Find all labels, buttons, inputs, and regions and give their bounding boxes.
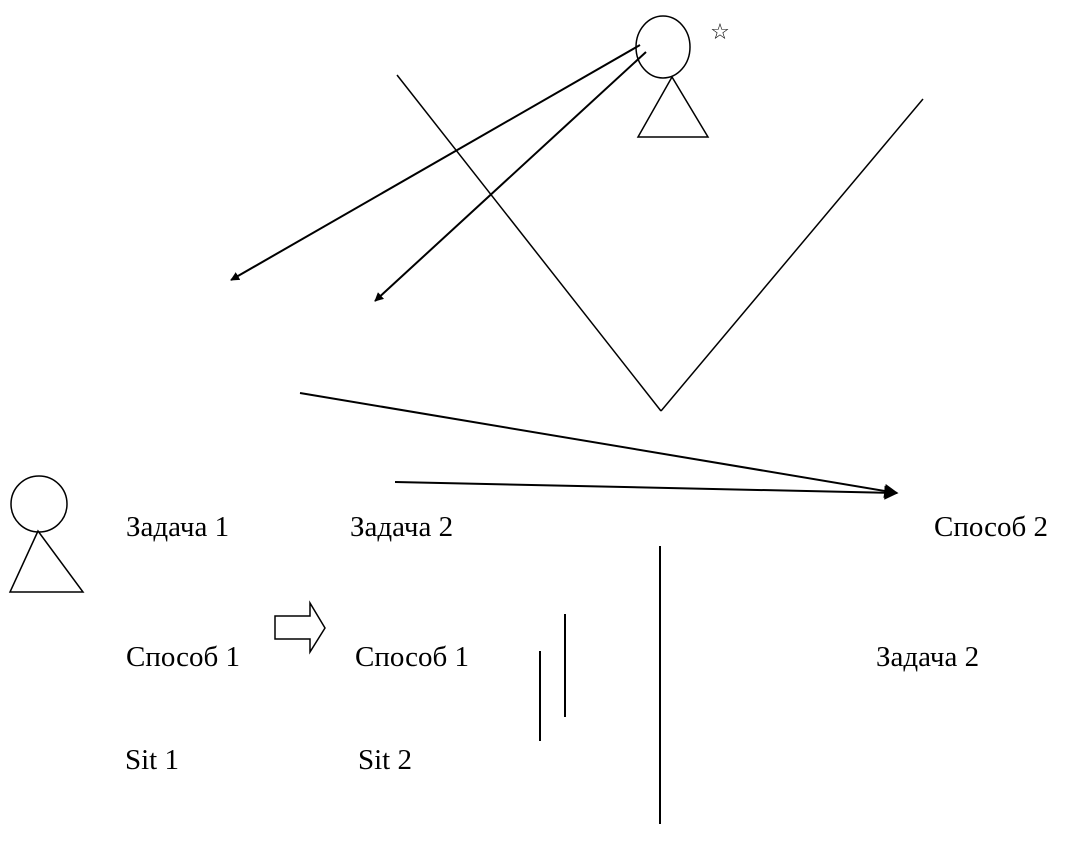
converging-line-upper	[299, 392, 899, 498]
label-method1-a: Способ 1	[126, 641, 240, 673]
label-sit1: Sit 1	[125, 744, 179, 776]
converging-arrow-lower	[394, 481, 899, 500]
label-method2-right: Способ 2	[934, 511, 1048, 543]
observer-arrow-middle	[374, 51, 647, 302]
star-icon: ☆	[710, 20, 730, 45]
label-task1: Задача 1	[126, 511, 229, 543]
subject-figure	[8, 475, 85, 593]
observer-figure: ☆	[635, 15, 730, 138]
subject-head	[10, 475, 68, 533]
label-sit2: Sit 2	[358, 744, 412, 776]
v-line-right	[660, 98, 924, 412]
label-task2-right: Задача 2	[876, 641, 979, 673]
observer-head	[635, 15, 691, 79]
subject-body	[8, 529, 85, 593]
block-right-arrow-icon	[274, 600, 326, 655]
label-method1-b: Способ 1	[355, 641, 469, 673]
v-line-left	[396, 74, 662, 412]
observer-arrow-left	[230, 44, 641, 281]
label-task2-left: Задача 2	[350, 511, 453, 543]
observer-body	[636, 75, 710, 138]
